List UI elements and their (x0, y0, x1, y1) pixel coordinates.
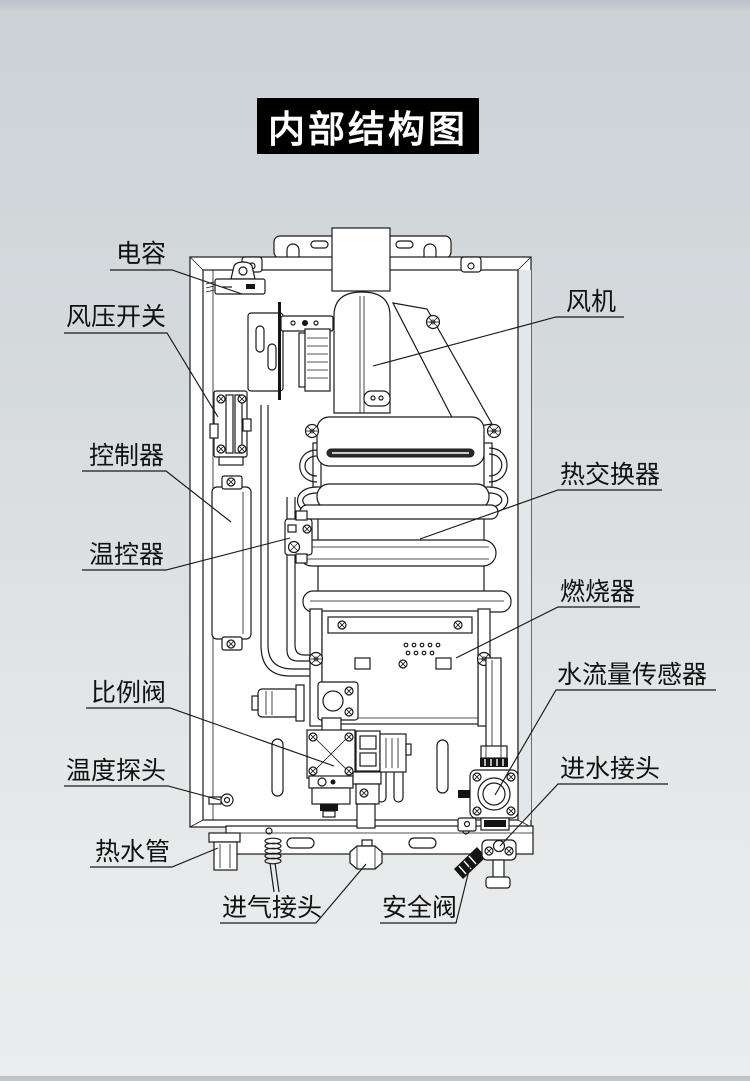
capacitor-part (205, 261, 266, 295)
label-safety-valve: 安全阀 (382, 894, 457, 922)
hot-water-pipe-part (208, 832, 241, 871)
label-capacitor: 电容 (116, 240, 166, 268)
safety-valve-part (454, 839, 517, 889)
label-controller: 控制器 (89, 442, 164, 470)
temperature-probe-part (208, 793, 234, 807)
label-hot-water-pipe: 热水管 (95, 838, 170, 866)
page-title-text: 内部结构图 (268, 109, 468, 150)
label-air-pressure-switch: 风压开关 (66, 303, 166, 331)
page-title: 内部结构图 (257, 98, 479, 154)
flue-duct (331, 227, 391, 292)
label-proportional-valve: 比例阀 (91, 679, 166, 707)
label-burner: 燃烧器 (560, 578, 635, 606)
heat-exchanger-part (297, 416, 512, 613)
wire-spring (264, 837, 282, 893)
label-heat-exchanger: 热交换器 (560, 461, 660, 489)
leader-lines (64, 269, 716, 924)
label-thermostat: 温控器 (89, 541, 164, 569)
label-water-flow-sensor: 水流量传感器 (557, 661, 707, 689)
controller-part (211, 475, 252, 651)
labels: 电容 风压开关 控制器 温控器 比例阀 温度探头 热水管 进气接头 安全阀 风机… (66, 240, 707, 922)
water-flow-sensor-part (458, 657, 519, 831)
fan-assembly (247, 291, 493, 430)
label-fan: 风机 (566, 288, 616, 316)
label-gas-inlet-connector: 进气接头 (222, 894, 322, 922)
gas-inlet-part (349, 839, 383, 870)
air-pressure-switch-part (209, 390, 252, 466)
thermostat-part (284, 510, 313, 564)
label-water-inlet-connector: 进水接头 (560, 755, 660, 783)
label-temperature-probe: 温度探头 (66, 757, 166, 785)
interior-pipes (260, 405, 314, 677)
proportional-valve-part (251, 681, 412, 829)
